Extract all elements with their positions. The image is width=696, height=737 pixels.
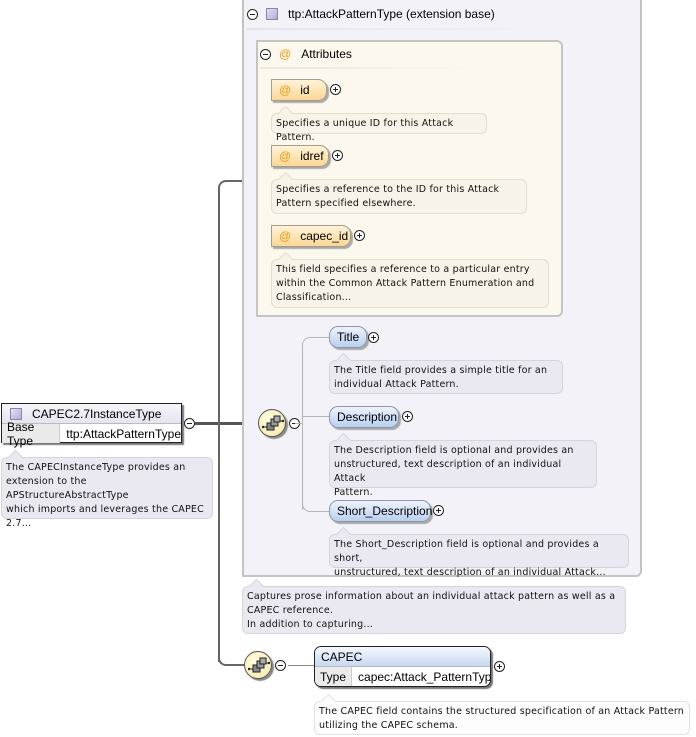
attribute-name: id [300,83,310,97]
sequence-compositor-icon[interactable] [258,409,286,437]
extension-header: ttp:AttackPatternType (extension base) [247,6,495,22]
element-title-doc: The Title field provides a simple title … [329,360,563,394]
attribute-capec-id[interactable]: @ capec_id [271,225,351,247]
element-description-doc: The Description field is optional and pr… [329,440,597,498]
attribute-marker-icon: @ [279,83,292,97]
capec-header: CAPEC [315,647,490,667]
attributes-header: @ Attributes [260,47,352,61]
divider [260,67,480,69]
collapse-extension-icon[interactable] [247,8,258,20]
element-name: Short_Description [337,504,433,518]
capec-type-label: Type [315,667,353,686]
sequence-branch-bottom [302,500,314,512]
base-type-row: Base Type ttp:AttackPatternType [2,420,181,448]
sequence-branch-mid [302,416,329,417]
element-short-description[interactable]: Short_Description [329,500,433,522]
capec-name: CAPEC [321,649,363,664]
expand-idref-icon[interactable] [332,150,343,161]
complex-type-doc: The CAPECInstanceType provides an extens… [1,457,213,529]
divider [246,28,546,30]
expand-title-icon[interactable] [368,332,379,343]
element-description[interactable]: Description [329,406,399,428]
attribute-capec-id-doc: This field specifies a reference to a pa… [271,259,549,308]
capec-connector [288,665,314,666]
expand-capec-id-icon[interactable] [354,230,365,241]
attribute-idref[interactable]: @ idref [271,145,329,167]
attribute-id-doc: Specifies a unique ID for this Attack Pa… [271,113,487,143]
attribute-name: capec_id [300,229,349,243]
collapse-attributes-icon[interactable] [260,48,271,60]
connector-main [195,422,261,425]
attribute-id[interactable]: @ id [271,79,327,101]
attribute-name: idref [300,149,324,163]
complex-type-box[interactable]: CAPEC2.7InstanceType Base Type ttp:Attac… [1,403,182,448]
sequence-branch-top-h [313,337,329,338]
complex-type-icon [10,407,22,420]
sequence-branch-bottom-h [313,511,329,512]
element-capec[interactable]: CAPEC Type capec:Attack_PatternType [314,646,491,687]
collapse-root-icon[interactable] [184,418,195,429]
sequence-entry-line [295,423,303,424]
sequence-compositor-icon[interactable] [244,651,272,679]
extension-title: ttp:AttackPatternType (extension base) [288,7,495,21]
connector-top-curve [218,180,232,194]
attributes-title: Attributes [301,47,352,61]
connector-bottom-branch [230,664,246,666]
collapse-capec-sequence-icon[interactable] [275,660,286,671]
connector-top-branch [230,180,244,182]
base-type-value: ttp:AttackPatternType [66,426,181,441]
attribute-marker-icon: @ [279,229,292,243]
complex-type-icon [266,8,278,20]
sequence-branch-line [302,346,303,510]
connector-trunk [218,186,220,662]
complex-type-header: CAPEC2.7InstanceType [2,404,181,424]
expand-description-icon[interactable] [402,411,413,422]
base-type-label: Base Type [2,420,61,448]
attribute-marker-icon: @ [279,149,292,163]
element-name: Description [337,410,398,424]
attribute-idref-doc: Specifies a reference to the ID for this… [271,179,527,214]
complex-type-name: CAPEC2.7InstanceType [32,406,162,421]
element-short-description-doc: The Short_Description field is optional … [329,534,629,578]
capec-type-value: capec:Attack_PatternType [358,670,491,684]
capec-type-row: Type capec:Attack_PatternType [315,667,491,686]
sequence-branch-top [302,337,314,349]
extension-doc: Captures prose information about an indi… [242,586,626,634]
expand-capec-icon[interactable] [494,661,505,672]
element-title[interactable]: Title [329,326,367,348]
element-name: Title [337,330,360,344]
connector-bottom-curve [218,652,232,666]
capec-doc: The CAPEC field contains the structured … [314,701,690,735]
expand-short-description-icon[interactable] [433,505,444,516]
attribute-marker-icon: @ [279,47,292,61]
expand-id-icon[interactable] [330,84,341,95]
